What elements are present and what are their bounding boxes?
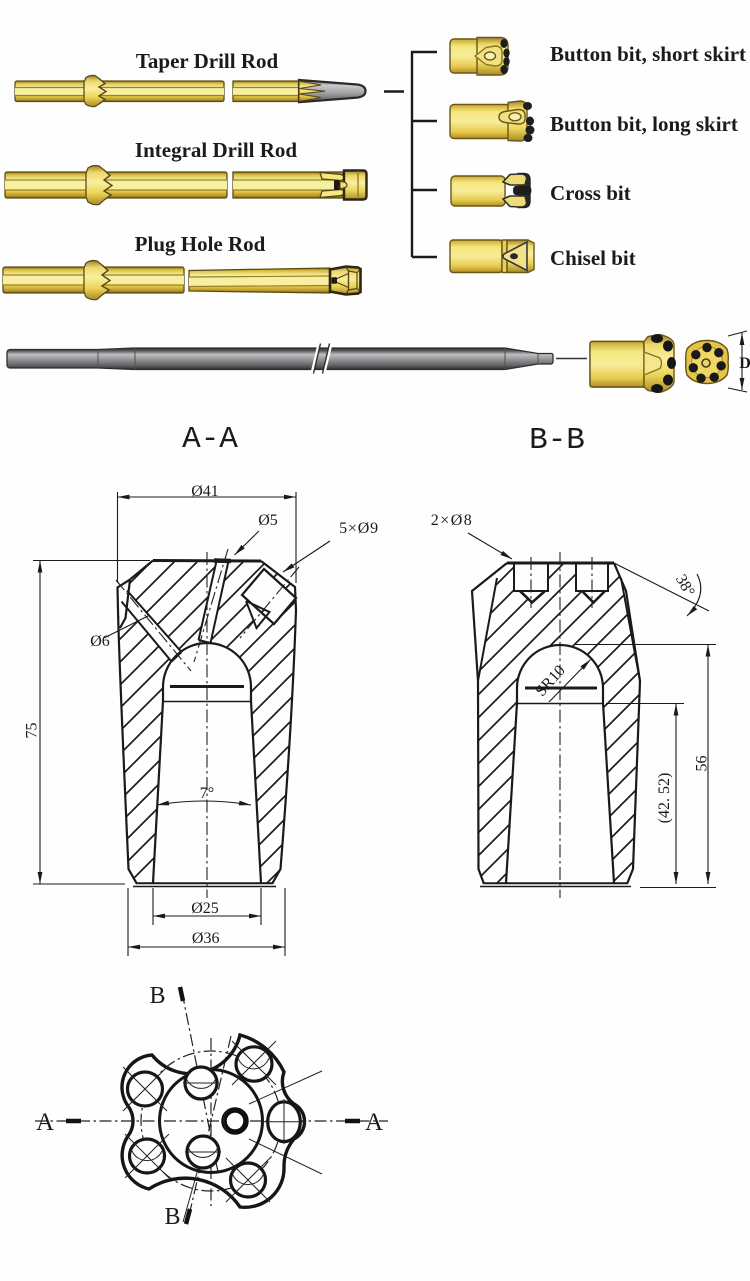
svg-text:D: D xyxy=(739,355,750,372)
svg-text:Ø41: Ø41 xyxy=(191,483,219,500)
svg-text:2×Ø8: 2×Ø8 xyxy=(431,512,474,529)
svg-text:Chisel bit: Chisel bit xyxy=(550,246,636,270)
svg-text:5×Ø9: 5×Ø9 xyxy=(339,520,379,537)
svg-text:B: B xyxy=(149,983,165,1009)
svg-text:Plug Hole Rod: Plug Hole Rod xyxy=(135,232,266,256)
svg-text:Integral Drill Rod: Integral Drill Rod xyxy=(135,138,297,162)
svg-text:7°: 7° xyxy=(200,785,214,802)
svg-text:Taper Drill Rod: Taper Drill Rod xyxy=(136,49,279,73)
svg-text:Ø36: Ø36 xyxy=(192,930,220,947)
svg-text:B-B: B-B xyxy=(529,423,585,458)
svg-text:(42. 52): (42. 52) xyxy=(656,773,673,824)
svg-text:B: B xyxy=(164,1204,180,1230)
svg-text:Ø5: Ø5 xyxy=(258,512,278,529)
svg-text:Button bit, short skirt: Button bit, short skirt xyxy=(550,42,746,66)
svg-text:56: 56 xyxy=(694,756,711,772)
svg-text:Ø6: Ø6 xyxy=(90,633,110,650)
svg-text:A-A: A-A xyxy=(182,422,238,457)
svg-text:A: A xyxy=(36,1109,54,1136)
svg-text:Cross bit: Cross bit xyxy=(550,181,631,205)
svg-text:Button bit, long skirt: Button bit, long skirt xyxy=(550,112,738,136)
svg-text:A: A xyxy=(365,1109,383,1136)
svg-text:75: 75 xyxy=(24,723,41,739)
svg-text:Ø25: Ø25 xyxy=(191,900,219,917)
